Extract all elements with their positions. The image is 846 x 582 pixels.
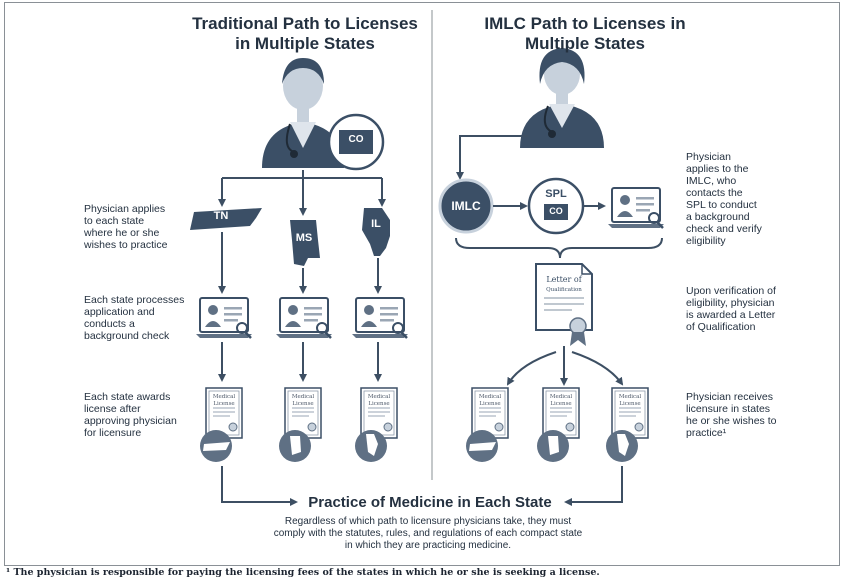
- license-label-imlc-il: Medical: [619, 394, 642, 400]
- title-traditional: Traditional Path to Licenses in Multiple…: [192, 14, 418, 53]
- license-label-ms: Medical: [292, 394, 315, 400]
- practice-title: Practice of Medicine in Each State: [308, 494, 552, 511]
- license-label-ms-2: License: [292, 401, 313, 407]
- badge-spl-state: CO: [549, 206, 563, 216]
- license-label-imlc-ms-2: License: [550, 401, 571, 407]
- practice-text: Regardless of which path to licensure ph…: [273, 516, 583, 551]
- license-label-tn: Medical: [213, 394, 236, 400]
- branch-arrows-imlc: [506, 346, 624, 386]
- spl-node: [527, 177, 585, 235]
- step-imlc-verify: Upon verification of eligibility, physic…: [686, 285, 776, 333]
- title-imlc: IMLC Path to Licenses in Multiple States: [484, 14, 686, 53]
- laptop-icon-tn: [194, 296, 254, 340]
- license-icon-il: [355, 387, 398, 462]
- letter-subtitle: Qualification: [546, 287, 582, 293]
- imlc-node: [438, 178, 494, 234]
- laptop-icon-il: [350, 296, 410, 340]
- license-label-il: Medical: [368, 394, 391, 400]
- badge-tn: TN: [213, 210, 229, 222]
- license-label-imlc-il-2: License: [619, 401, 640, 407]
- state-shape-illinois: [362, 208, 390, 256]
- license-label-imlc-tn: Medical: [479, 394, 502, 400]
- step-traditional-process: Each state processes application and con…: [84, 294, 185, 342]
- verification-bracket: [455, 237, 663, 259]
- physician-icon-imlc: [520, 48, 604, 148]
- license-icon-ms: [279, 387, 322, 462]
- license-label-imlc-ms: Medical: [550, 394, 573, 400]
- license-icon-imlc-tn: [466, 387, 509, 462]
- license-icon-imlc-il: [606, 387, 649, 462]
- award-arrows-traditional: [218, 342, 382, 382]
- diagram-frame: [4, 2, 840, 566]
- step-traditional-award: Each state awards license after approvin…: [84, 391, 177, 439]
- badge-imlc: IMLC: [451, 199, 481, 213]
- badge-ms: MS: [295, 232, 313, 244]
- badge-spl: SPL: [545, 188, 567, 200]
- arrow-to-imlc: [456, 135, 528, 180]
- footnote: ¹ The physician is responsible for payin…: [6, 567, 600, 578]
- review-arrows-traditional: [218, 232, 382, 294]
- license-label-tn-2: License: [213, 401, 234, 407]
- branch-arrows-traditional: [218, 170, 386, 216]
- step-traditional-apply: Physician applies to each state where he…: [84, 203, 168, 251]
- state-icon-colorado: [327, 113, 385, 171]
- letter-of-qualification-icon: [535, 263, 593, 346]
- step-imlc-apply: Physician applies to the IMLC, who conta…: [686, 151, 762, 247]
- license-label-il-2: License: [368, 401, 389, 407]
- practice-arrows: [221, 466, 623, 506]
- letter-title: Letter of: [546, 275, 582, 284]
- license-icon-tn: [200, 387, 243, 462]
- state-shape-mississippi: [290, 220, 320, 266]
- license-label-imlc-tn-2: License: [479, 401, 500, 407]
- state-shape-tennessee: [190, 208, 262, 230]
- laptop-icon-background-check: [606, 186, 666, 230]
- badge-il: IL: [371, 218, 381, 230]
- physician-icon-traditional: [262, 58, 344, 168]
- step-imlc-receive: Physician receives licensure in states h…: [686, 391, 777, 439]
- license-icon-imlc-ms: [537, 387, 580, 462]
- laptop-icon-ms: [274, 296, 334, 340]
- badge-home-state: CO: [348, 134, 364, 145]
